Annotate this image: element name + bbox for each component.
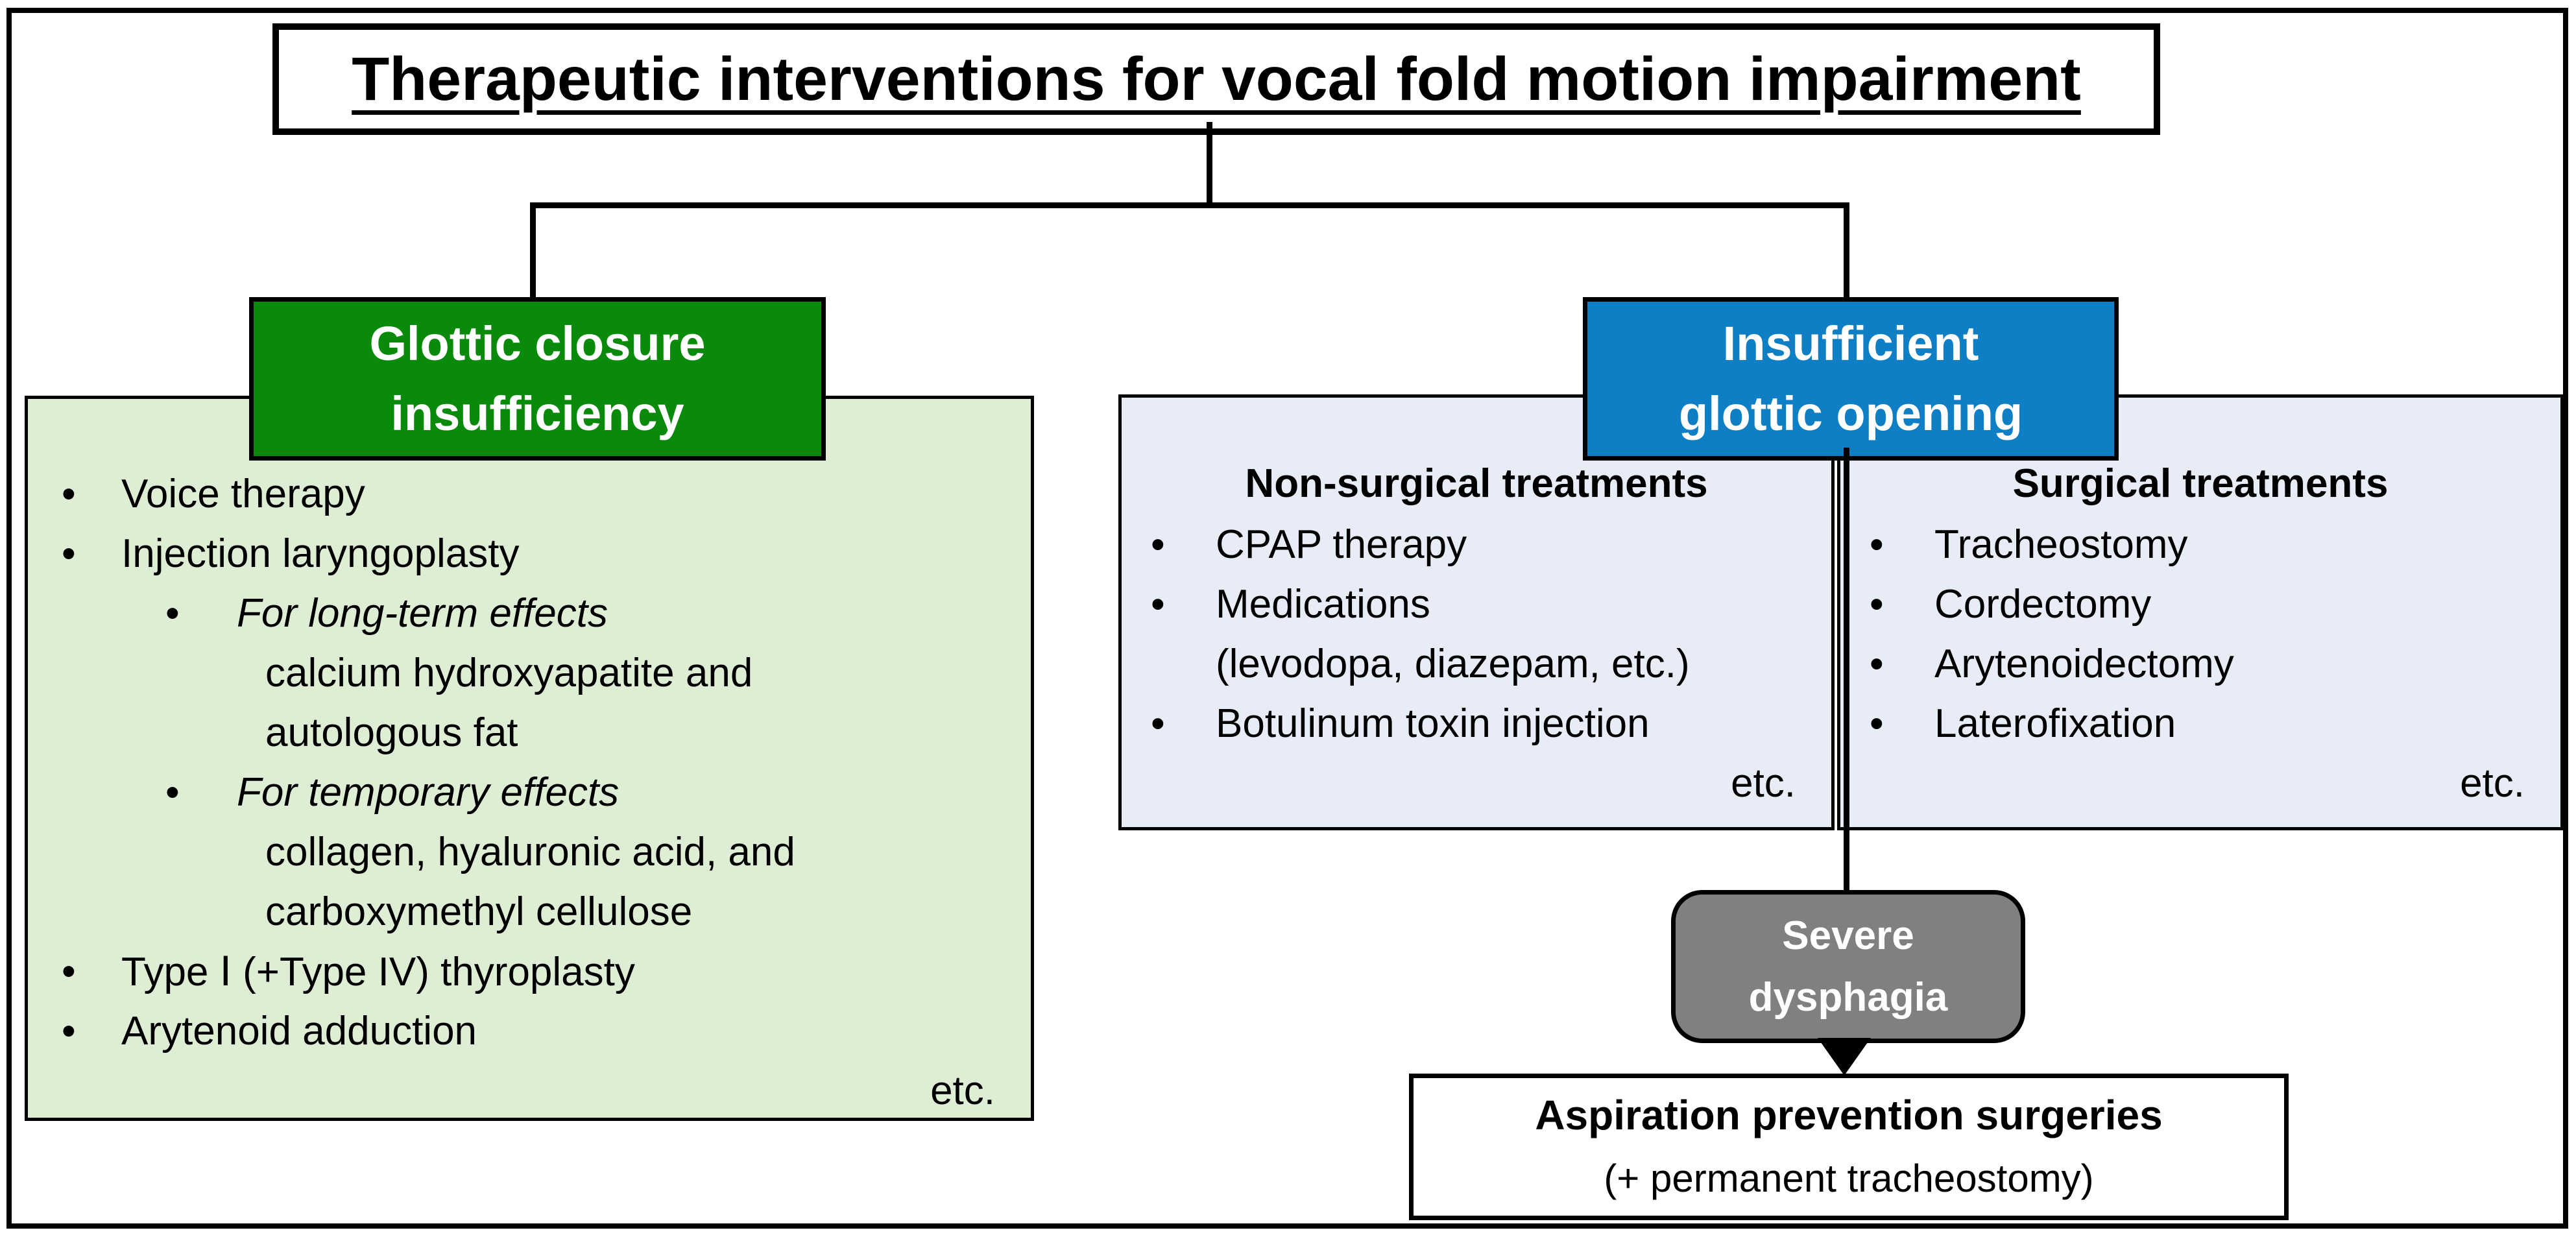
list-item-label: Botulinum toxin injection [1216,701,1650,746]
connector-left-drop [530,202,536,300]
severe-dysphagia-line2: dysphagia [1748,975,1948,1020]
connector-branch-bar [530,202,1849,208]
list-item: • Cordectomy [1840,574,2560,634]
list-item-label: Injection laryngoplasty [121,531,520,576]
list-item-continuation: carboxymethyl cellulose [28,882,1031,941]
bullet-icon: • [1151,701,1165,746]
list-item-label: For long-term effects [237,590,608,636]
list-item: • Injection laryngoplasty [28,523,1031,583]
aspiration-line1: Aspiration prevention surgeries [1535,1092,2163,1138]
list-item-label: autologous fat [265,710,518,755]
list-item-label: carboxymethyl cellulose [265,889,693,934]
insufficient-glottic-opening-header-box: Insufficient glottic opening [1583,297,2119,461]
list-item: • Arytenoidectomy [1840,634,2560,693]
page-title: Therapeutic interventions for vocal fold… [352,44,2081,114]
list-item: • Medications [1122,574,1831,634]
column-header-label: Surgical treatments [2012,461,2389,506]
list-item: • Tracheostomy [1840,514,2560,574]
insufficient-opening-line2: glottic opening [1678,387,2023,440]
arrow-down-icon [1818,1038,1871,1076]
title-box: Therapeutic interventions for vocal fold… [272,23,2160,135]
bullet-icon: • [1151,522,1165,567]
glottic-closure-header-box: Glottic closure insufficiency [249,297,826,461]
insufficient-opening-line1: Insufficient [1722,317,1979,370]
glottic-closure-line1: Glottic closure [369,317,706,370]
list-item-label: CPAP therapy [1216,522,1467,567]
severe-dysphagia-line1: Severe [1782,913,1914,958]
bullet-icon: • [165,590,180,636]
list-item-label: Laterofixation [1934,701,2176,746]
bullet-icon: • [62,471,76,516]
bullet-icon: • [62,531,76,576]
list-item: • Botulinum toxin injection [1122,693,1831,753]
list-item: • CPAP therapy [1122,514,1831,574]
bullet-icon: • [1870,522,1884,567]
bullet-icon: • [1151,581,1165,627]
list-item-label: (levodopa, diazepam, etc.) [1216,641,1690,686]
bullet-icon: • [1870,701,1884,746]
list-item-label: Cordectomy [1934,581,2152,627]
aspiration-prevention-box: Aspiration prevention surgeries (+ perma… [1409,1074,2289,1220]
list-item: • Laterofixation [1840,693,2560,753]
list-item-continuation: calcium hydroxyapatite and [28,643,1031,703]
list-item-label: Medications [1216,581,1430,627]
list-item-label: Type Ⅰ (+Type IV) thyroplasty [121,949,635,994]
etc-text: etc. [1731,760,1796,806]
list-item-label: collagen, hyaluronic acid, and [265,829,795,874]
surgical-header: Surgical treatments [1840,453,2560,514]
bullet-icon: • [1870,581,1884,627]
list-item-continuation: collagen, hyaluronic acid, and [28,822,1031,882]
list-item: • Voice therapy [28,464,1031,523]
list-item-continuation: (levodopa, diazepam, etc.) [1122,634,1831,693]
connector-title-stem [1207,122,1212,206]
list-item-label: calcium hydroxyapatite and [265,650,753,695]
list-item: • For temporary effects [28,762,1031,822]
etc-label: etc. [28,1061,1031,1120]
bullet-icon: • [1870,641,1884,686]
connector-blue-to-dysphagia [1844,448,1849,895]
list-item-label: Arytenoid adduction [121,1008,477,1053]
list-item-label: Voice therapy [121,471,365,516]
glottic-closure-line2: insufficiency [391,387,684,440]
figure-border [6,8,2568,1229]
etc-text: etc. [930,1068,995,1113]
etc-label: etc. [1840,753,2560,813]
connector-right-drop [1844,202,1849,300]
list-item: • Type Ⅰ (+Type IV) thyroplasty [28,941,1031,1001]
list-item: • Arytenoid adduction [28,1001,1031,1061]
aspiration-line2: (+ permanent tracheostomy) [1604,1157,2094,1200]
non-surgical-header: Non-surgical treatments [1122,453,1831,514]
surgical-panel: Surgical treatments • Tracheostomy • Cor… [1837,394,2564,830]
column-header-label: Non-surgical treatments [1245,461,1708,506]
non-surgical-panel: Non-surgical treatments • CPAP therapy •… [1118,394,1835,830]
etc-label: etc. [1122,753,1831,813]
list-item: • For long-term effects [28,583,1031,643]
bullet-icon: • [62,948,76,994]
glottic-closure-panel: • Voice therapy • Injection laryngoplast… [25,396,1034,1121]
list-item-label: Arytenoidectomy [1934,641,2234,686]
etc-text: etc. [2460,760,2525,806]
list-item-label: For temporary effects [237,769,620,815]
list-item-label: Tracheostomy [1934,522,2188,567]
list-item-continuation: autologous fat [28,703,1031,762]
bullet-icon: • [62,1008,76,1053]
severe-dysphagia-box: Severe dysphagia [1671,890,2025,1043]
bullet-icon: • [165,769,180,815]
